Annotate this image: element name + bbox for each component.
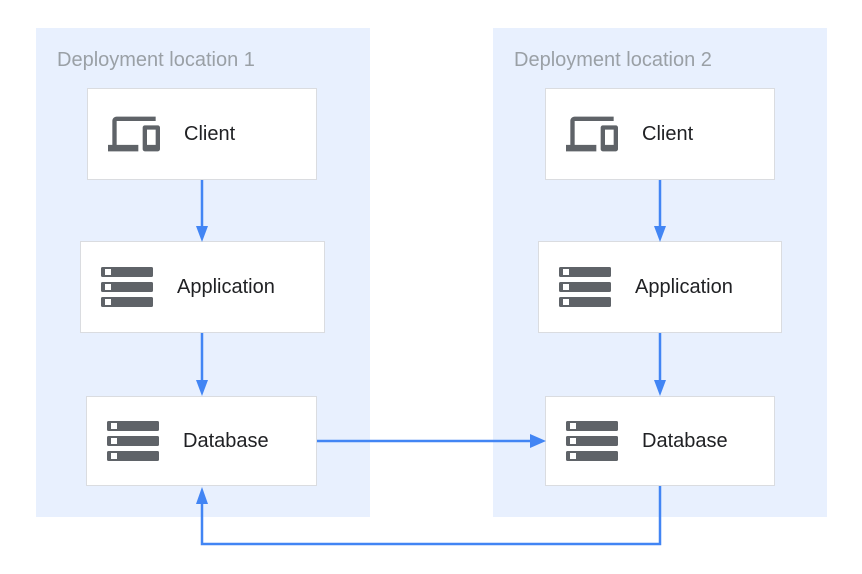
node-application-1: Application: [80, 241, 325, 333]
node-database-2: Database: [545, 396, 775, 486]
node-label: Application: [177, 275, 275, 298]
devices-icon: [566, 108, 618, 160]
server-stack-icon: [566, 421, 618, 461]
server-stack-icon: [559, 267, 611, 307]
server-stack-icon: [101, 267, 153, 307]
node-client-2: Client: [545, 88, 775, 180]
panel-title: Deployment location 1: [57, 49, 255, 71]
node-label: Client: [184, 122, 236, 145]
devices-icon: [108, 108, 160, 160]
node-label: Application: [635, 275, 733, 298]
node-label: Client: [642, 122, 694, 145]
node-database-1: Database: [86, 396, 317, 486]
node-client-1: Client: [87, 88, 317, 180]
node-label: Database: [183, 429, 269, 452]
server-stack-icon: [107, 421, 159, 461]
node-label: Database: [642, 429, 728, 452]
node-application-2: Application: [538, 241, 782, 333]
panel-title: Deployment location 2: [514, 49, 712, 71]
